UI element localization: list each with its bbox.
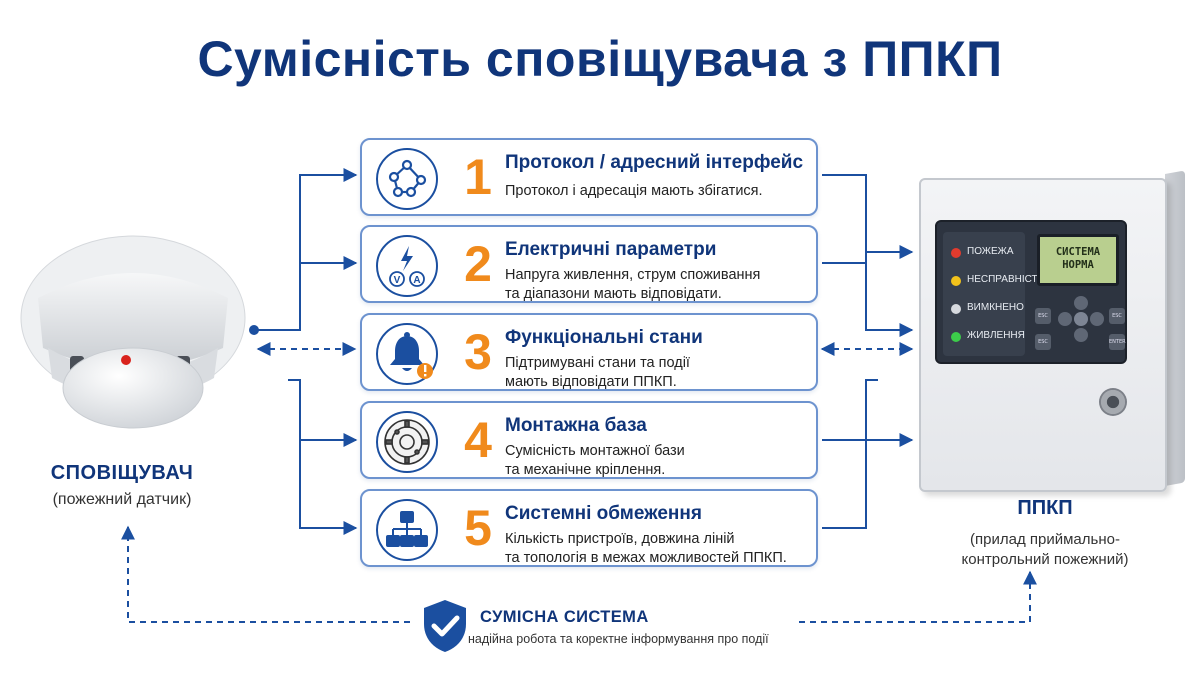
network-nodes-icon (376, 148, 438, 210)
smoke-detector-image (20, 235, 246, 429)
lightning-volt-amp-icon: V A (376, 235, 438, 297)
card-system-limits: 5 Системні обмеження Кількість пристроїв… (360, 489, 818, 567)
page-title: Сумісність сповіщувача з ППКП (197, 31, 1003, 87)
card-mounting-base: 4 Монтажна база Сумісність монтажної баз… (360, 401, 818, 479)
led-fire: ПОЖЕЖА (951, 242, 1027, 264)
key-lock-icon (1099, 388, 1127, 416)
led-dot (951, 332, 961, 342)
card-description: Протокол і адресація мають збігатися. (505, 183, 763, 199)
panel-faceplate: ПОЖЕЖА НЕСПРАВНІСТЬ ВИМКНЕНО ЖИВЛЕННЯ СИ… (935, 220, 1127, 364)
card-number: 5 (464, 500, 492, 556)
right-key[interactable] (1090, 312, 1104, 326)
ok-key[interactable] (1074, 312, 1088, 326)
card-electrical: V A 2 Електричні параметри Напруга живле… (360, 225, 818, 303)
svg-text:V: V (394, 275, 401, 286)
down-key[interactable] (1074, 328, 1088, 342)
svg-text:A: A (413, 275, 420, 286)
card-number: 2 (464, 236, 492, 292)
mounting-base-icon (376, 411, 438, 473)
card-title: Функціональні стани (505, 327, 703, 348)
navigation-keypad[interactable] (1058, 296, 1104, 342)
led-disabled: ВИМКНЕНО (951, 298, 1027, 320)
topology-tree-icon (376, 499, 438, 561)
card-number: 1 (464, 149, 492, 205)
bell-alert-icon (376, 323, 438, 385)
led-indicators: ПОЖЕЖА НЕСПРАВНІСТЬ ВИМКНЕНО ЖИВЛЕННЯ (943, 232, 1044, 356)
fire-control-panel: ПОЖЕЖА НЕСПРАВНІСТЬ ВИМКНЕНО ЖИВЛЕННЯ СИ… (919, 178, 1167, 492)
led-dot (951, 304, 961, 314)
led-dot (951, 276, 961, 286)
detector-name: СПОВІЩУВАЧ (50, 462, 194, 484)
panel-subtitle: (прилад приймально-контрольний пожежний) (961, 531, 1129, 568)
card-protocol: 1 Протокол / адресний інтерфейс Протокол… (360, 138, 818, 216)
panel-side-edge (1165, 170, 1185, 487)
esc-button[interactable]: ESC (1035, 308, 1051, 324)
detector-subtitle: (пожежний датчик) (52, 491, 192, 508)
card-number: 3 (464, 324, 492, 380)
esc-button-right[interactable]: ESC (1109, 308, 1125, 324)
esc-button-lower[interactable]: ESC (1035, 334, 1051, 350)
card-title: Монтажна база (505, 415, 647, 436)
up-key[interactable] (1074, 296, 1088, 310)
enter-button[interactable]: ENTER (1109, 334, 1126, 350)
shield-check-icon (424, 600, 466, 652)
card-title: Системні обмеження (505, 503, 702, 524)
led-fault: НЕСПРАВНІСТЬ (951, 270, 1044, 292)
card-number: 4 (464, 412, 492, 468)
panel-name: ППКП (1017, 497, 1073, 519)
card-title: Протокол / адресний інтерфейс (505, 152, 804, 173)
compatible-system-title: СУМІСНА СИСТЕМА (480, 608, 649, 626)
led-dot (951, 248, 961, 258)
lcd-display: СИСТЕМА НОРМА (1037, 234, 1119, 286)
card-functional-states: 3 Функціональні стани Підтримувані стани… (360, 313, 818, 391)
left-key[interactable] (1058, 312, 1072, 326)
card-title: Електричні параметри (505, 239, 717, 260)
led-power: ЖИВЛЕННЯ (951, 326, 1027, 348)
compatible-system-subtitle: надійна робота та коректне інформування … (468, 632, 769, 646)
